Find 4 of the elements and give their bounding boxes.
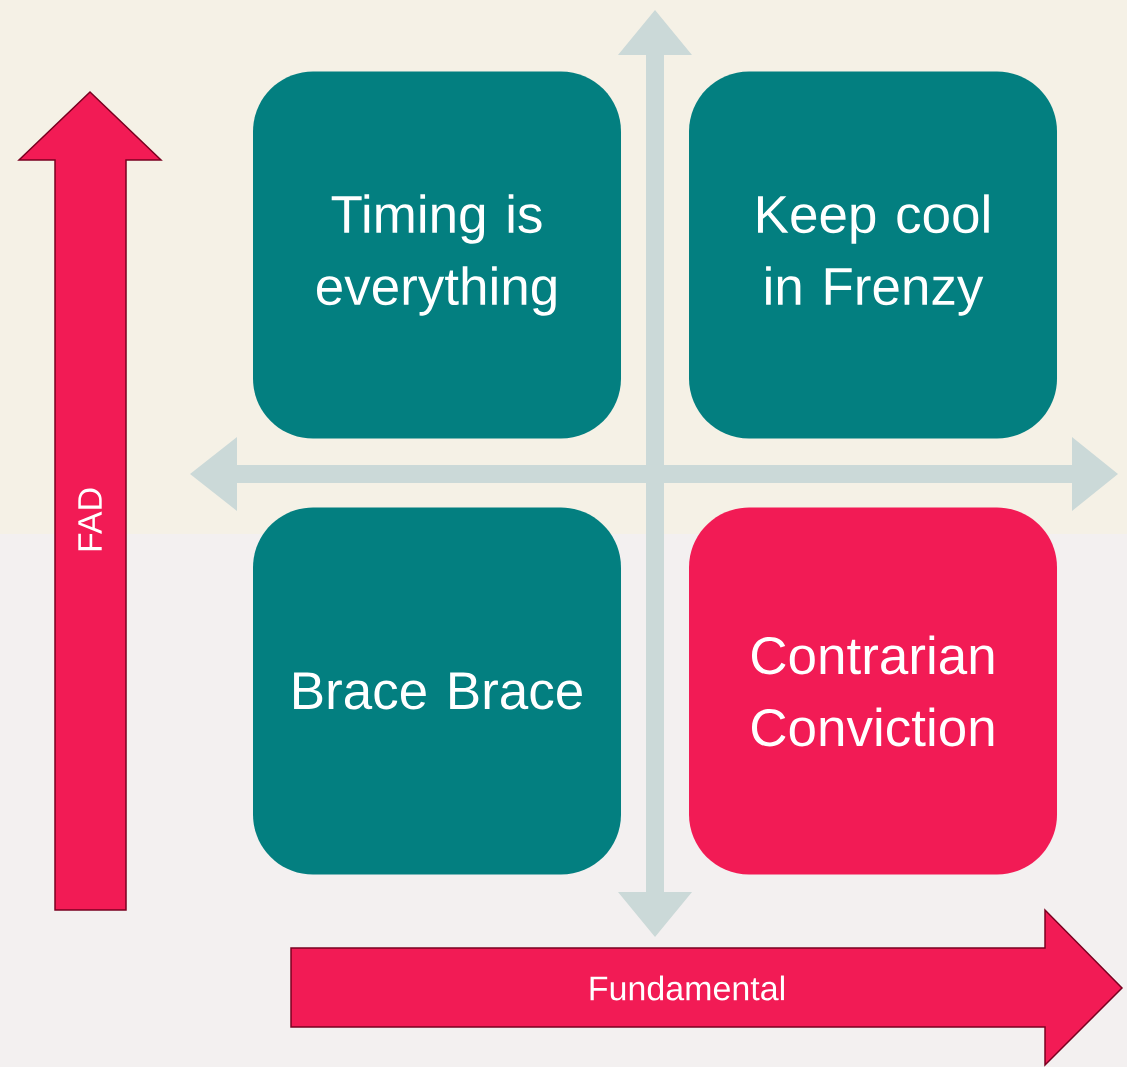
quadrant-box: Contrarian Conviction: [689, 507, 1057, 875]
quadrant-box: Timing is everything: [253, 71, 621, 439]
quadrant-box: Brace Brace: [253, 507, 621, 875]
quadrant-box: Keep cool in Frenzy: [689, 71, 1057, 439]
